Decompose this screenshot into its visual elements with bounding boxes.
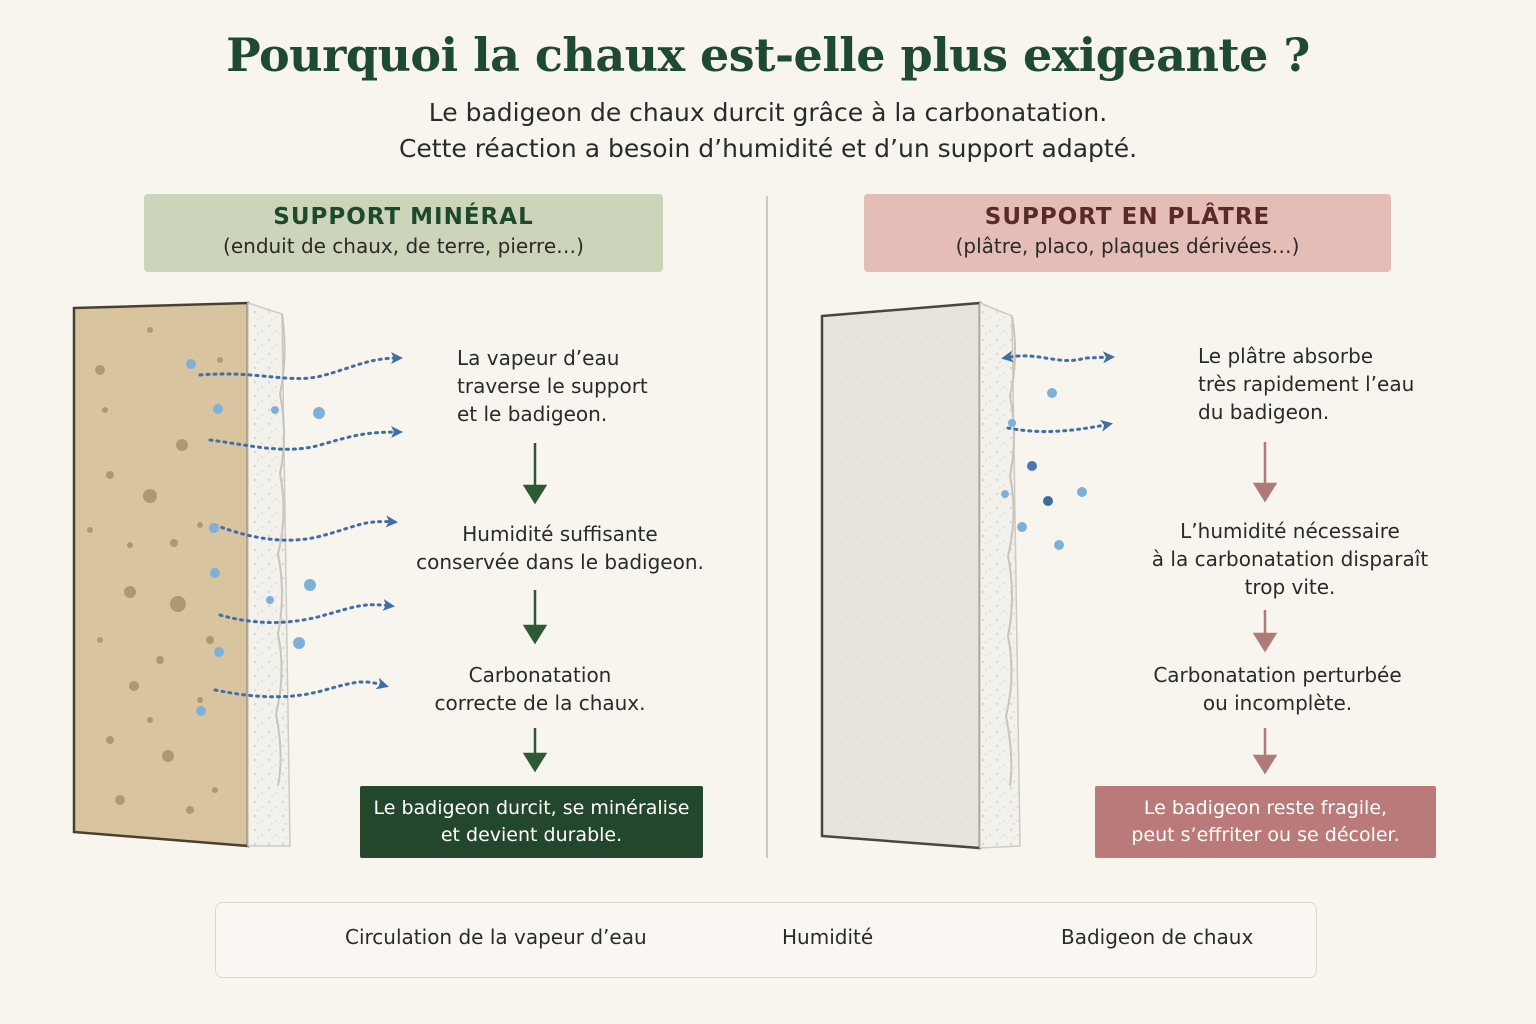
plaster-step-2-line-2: à la carbonatation disparaît — [1151, 547, 1429, 571]
mineral-step-1-line-2: traverse le support — [457, 374, 648, 398]
plaster-result-line-2: peut s’effriter ou se décoler. — [1131, 824, 1400, 846]
mineral-step-3: Carbonatation correcte de la chaux. — [395, 661, 685, 717]
mineral-vapor-arrows — [198, 352, 403, 699]
plaster-humidity-drops — [1001, 388, 1087, 550]
mineral-support-title: SUPPORT MINÉRAL — [273, 204, 534, 230]
plaster-result-box: Le badigeon reste fragile, peut s’effrit… — [1095, 786, 1436, 858]
subtitle-line-1: Le badigeon de chaux durcit grâce à la c… — [428, 98, 1108, 127]
plaster-step-1-line-3: du badigeon. — [1198, 400, 1330, 424]
subtitle-line-2: Cette réaction a besoin d’humidité et d’… — [398, 134, 1138, 163]
plaster-result-line-1: Le badigeon reste fragile, — [1143, 797, 1388, 819]
mineral-humidity-drops — [186, 359, 325, 716]
plaster-support-subtitle: (plâtre, placo, plaques dérivées…) — [955, 234, 1300, 258]
mineral-step-2: Humidité suffisante conservée dans le ba… — [395, 520, 725, 576]
mineral-support-header: SUPPORT MINÉRAL (enduit de chaux, de ter… — [144, 194, 663, 272]
mineral-support-subtitle: (enduit de chaux, de terre, pierre…) — [223, 234, 584, 258]
legend-box — [215, 902, 1317, 978]
plaster-wall — [820, 301, 1021, 850]
mineral-step-1-line-1: La vapeur d’eau — [457, 346, 620, 370]
mineral-result-line-1: Le badigeon durcit, se minéralise — [373, 797, 690, 819]
plaster-step-1-line-1: Le plâtre absorbe — [1198, 344, 1374, 368]
page-title: Pourquoi la chaux est-elle plus exigeant… — [226, 28, 1310, 82]
mineral-result-line-2: et devient durable. — [440, 824, 623, 846]
mineral-step-3-line-1: Carbonatation — [468, 663, 612, 687]
plaster-step-2: L’humidité nécessaire à la carbonatation… — [1130, 517, 1450, 601]
mineral-wall — [72, 301, 291, 848]
mineral-step-1-line-3: et le badigeon. — [457, 402, 608, 426]
plaster-step-3: Carbonatation perturbée ou incomplète. — [1130, 661, 1425, 717]
legend-humidity-label: Humidité — [782, 925, 874, 949]
plaster-step-3-line-2: ou incomplète. — [1202, 691, 1353, 715]
plaster-step-2-line-3: trop vite. — [1244, 575, 1336, 599]
mineral-result-box: Le badigeon durcit, se minéralise et dev… — [360, 786, 703, 858]
mineral-step-1: La vapeur d’eau traverse le support et l… — [457, 344, 717, 428]
mineral-step-2-line-1: Humidité suffisante — [462, 522, 658, 546]
legend-limewash-label: Badigeon de chaux — [1061, 925, 1254, 949]
plaster-step-1: Le plâtre absorbe très rapidement l’eau … — [1198, 342, 1458, 426]
plaster-step-3-line-1: Carbonatation perturbée — [1153, 663, 1402, 687]
plaster-step-1-line-2: très rapidement l’eau — [1198, 372, 1415, 396]
plaster-vapor-arrows — [1001, 350, 1115, 433]
legend-vapor-label: Circulation de la vapeur d’eau — [345, 925, 647, 949]
column-divider — [766, 196, 768, 858]
mineral-step-arrows — [522, 443, 548, 773]
plaster-support-header: SUPPORT EN PLÂTRE (plâtre, placo, plaque… — [864, 194, 1391, 272]
plaster-step-arrows — [1252, 442, 1278, 775]
plaster-step-2-line-1: L’humidité nécessaire — [1180, 519, 1400, 543]
mineral-step-3-line-2: correcte de la chaux. — [434, 691, 646, 715]
mineral-step-2-line-2: conservée dans le badigeon. — [416, 550, 704, 574]
plaster-support-title: SUPPORT EN PLÂTRE — [984, 204, 1271, 230]
